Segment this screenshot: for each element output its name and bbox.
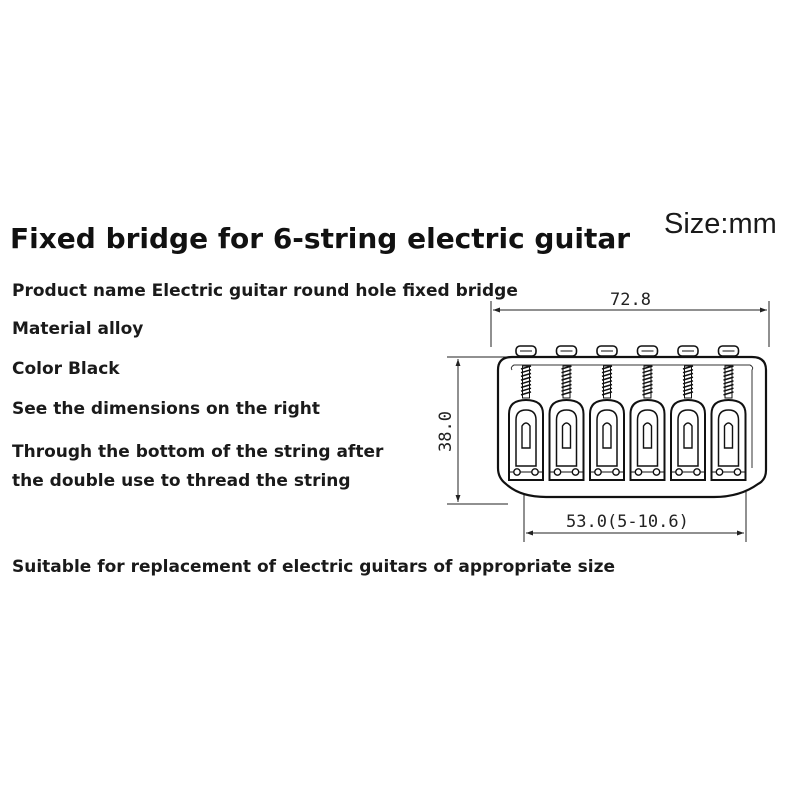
saddle-screw-thread (642, 387, 653, 392)
saddle-screw-thread (520, 391, 532, 396)
saddle-screw-thread (520, 365, 532, 370)
page-title: Fixed bridge for 6-string electric guita… (10, 222, 631, 255)
spec-dimensions-note: See the dimensions on the right (12, 399, 320, 419)
saddle-screw-thread (723, 387, 734, 392)
saddle-string-hole (521, 422, 531, 449)
saddle-screw-thread (682, 368, 694, 374)
saddle-screw-thread (561, 387, 572, 392)
spec-color: Color Black (12, 359, 120, 379)
saddle-screw-thread (561, 368, 572, 374)
saddle-screw-thread (642, 372, 653, 378)
saddle-screw-thread (723, 365, 734, 370)
saddle-screw-thread (682, 376, 694, 381)
saddle (670, 345, 706, 481)
saddle-screw-thread (723, 372, 734, 378)
saddle-screw-thread (601, 376, 613, 381)
saddle-string-hole (642, 422, 653, 449)
saddle-screw-thread (601, 372, 613, 378)
saddle-height-screw (571, 468, 580, 476)
saddle-screw-thread (520, 380, 532, 385)
saddle-height-screw (594, 468, 602, 476)
saddle-screw-thread (520, 368, 532, 374)
saddle-screw-thread (682, 365, 694, 370)
saddle-height-screw (513, 468, 521, 476)
saddle-height-screw (715, 468, 724, 476)
saddle-screw-thread (520, 376, 532, 381)
saddle-screw-thread (561, 383, 572, 389)
saddle-screw-thread (642, 368, 653, 374)
saddle-screw-thread (682, 380, 694, 385)
saddle-screw-thread (561, 376, 572, 381)
height-dimension-label: 38.0 (436, 411, 456, 452)
saddle-string-hole (683, 422, 693, 449)
spec-product-name: Product name Electric guitar round hole … (12, 281, 518, 301)
saddle (629, 345, 666, 481)
width-dimension (490, 301, 770, 347)
saddle-screw-thread (601, 383, 613, 389)
saddle-height-screw (733, 468, 742, 476)
saddle-screw-thread (520, 383, 532, 389)
saddle-screw-thread (723, 391, 734, 396)
saddle-screw-thread (723, 368, 734, 374)
saddle-screw-thread (723, 380, 734, 385)
saddle-height-screw (652, 468, 661, 476)
saddle-height-screw (612, 468, 620, 476)
spec-suitability: Suitable for replacement of electric gui… (12, 557, 616, 577)
saddle (548, 345, 585, 481)
saddle (508, 345, 544, 481)
saddle-screw-thread (601, 391, 613, 396)
saddle-height-screw (553, 468, 562, 476)
saddle-string-hole (561, 422, 572, 449)
saddle-screw-thread (682, 383, 694, 389)
saddle-screw-thread (642, 391, 653, 396)
saddle-screw-thread (561, 372, 572, 378)
saddle-screw-thread (561, 380, 572, 385)
saddle-screw-thread (520, 387, 532, 392)
saddle-screw-thread (642, 383, 653, 389)
saddle-height-screw (634, 468, 643, 476)
saddle-screw-thread (601, 380, 613, 385)
saddle-screw-thread (561, 391, 572, 396)
saddle-screw-thread (601, 365, 613, 370)
saddle-screw-thread (561, 365, 572, 370)
spec-threading: Through the bottom of the string after t… (12, 438, 383, 496)
size-unit-label: Size:mm (664, 208, 777, 240)
saddle-screw-thread (601, 368, 613, 374)
spacing-dimension-label: 53.0(5-10.6) (566, 512, 689, 532)
width-dimension-label: 72.8 (610, 290, 651, 310)
saddle-screw-thread (682, 387, 694, 392)
saddle-screw-thread (642, 365, 653, 370)
saddle-screw-thread (723, 383, 734, 389)
spec-threading-line-2: the double use to thread the string (12, 471, 351, 491)
spec-material: Material alloy (12, 319, 144, 339)
saddle-string-hole (723, 422, 734, 449)
saddle-group (508, 345, 747, 481)
saddle-height-screw (675, 468, 683, 476)
spec-threading-line-1: Through the bottom of the string after (12, 442, 384, 462)
saddle-screw-thread (723, 376, 734, 381)
saddle (589, 345, 625, 481)
saddle-screw-thread (682, 391, 694, 396)
saddle-height-screw (693, 468, 701, 476)
saddle-screw-thread (601, 387, 613, 392)
saddle (710, 345, 747, 481)
height-dimension (447, 356, 508, 505)
saddle-screw-thread (642, 380, 653, 385)
saddle-height-screw (531, 468, 539, 476)
saddle-screw-thread (520, 372, 532, 378)
saddle-string-hole (602, 422, 612, 449)
bridge-body-inner-edge (510, 364, 754, 468)
saddle-screw-thread (642, 376, 653, 381)
saddle-screw-thread (682, 372, 694, 378)
